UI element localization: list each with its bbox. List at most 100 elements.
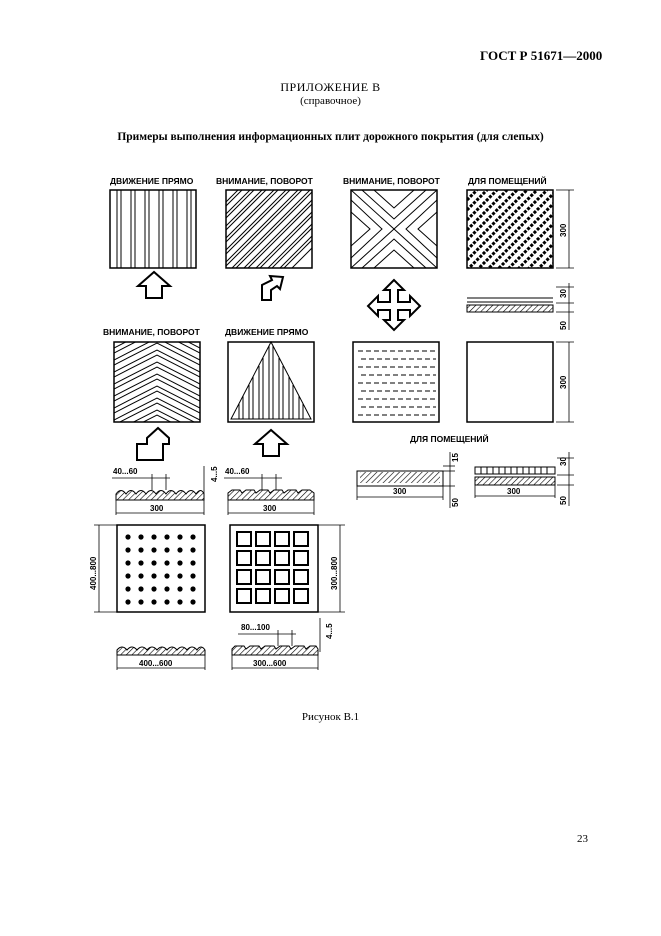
dot — [125, 586, 131, 592]
arrow-up-icon — [135, 270, 173, 299]
arrow-turn-left-icon — [136, 426, 170, 461]
dot — [177, 573, 183, 579]
dim-40-60-a: 40...60 — [113, 467, 138, 476]
profile-bars-b — [231, 645, 319, 670]
square-cell — [236, 569, 252, 585]
dot — [151, 573, 157, 579]
dot — [177, 547, 183, 553]
dot — [164, 534, 170, 540]
dot — [177, 560, 183, 566]
section-indoor-top — [466, 283, 574, 330]
dot — [138, 547, 144, 553]
dot — [125, 573, 131, 579]
dim-tile4-height — [556, 189, 574, 269]
arrow-up-icon-2 — [252, 428, 290, 457]
dim-30-b: 30 — [559, 457, 568, 466]
dot — [164, 599, 170, 605]
dim-300-600: 300...600 — [253, 659, 287, 668]
dot — [138, 560, 144, 566]
dot — [190, 573, 196, 579]
dim-300-a: 300 — [559, 223, 568, 237]
profile-bumps-b — [116, 646, 206, 670]
square-cell — [255, 569, 271, 585]
dot — [125, 547, 131, 553]
label-indoor-2: ДЛЯ ПОМЕЩЕНИЙ — [410, 433, 489, 444]
square-cell — [236, 550, 252, 566]
tile-turn-cross — [350, 189, 438, 269]
dim-80-100: 80...100 — [241, 623, 270, 632]
tile-indoor-dense — [466, 189, 554, 269]
tile-straight-triangle — [227, 340, 315, 423]
label-straight-2: ДВИЖЕНИЕ ПРЯМО — [225, 327, 309, 337]
dim-tile8-height — [556, 341, 574, 423]
tile-turn-diagonal — [225, 189, 313, 269]
dot — [125, 599, 131, 605]
square-cell — [293, 550, 309, 566]
dot — [190, 547, 196, 553]
appendix-title: ПРИЛОЖЕНИЕ В — [280, 80, 381, 94]
square-cell — [274, 588, 290, 604]
dim-50-a: 50 — [559, 321, 568, 330]
dot — [190, 599, 196, 605]
dim-300-c: 300 — [393, 487, 407, 496]
figure-caption: Рисунок В.1 — [301, 711, 360, 723]
square-cell — [293, 569, 309, 585]
dim-400-600: 400...600 — [139, 659, 173, 668]
square-cell — [236, 588, 252, 604]
tile-squares — [229, 524, 345, 613]
dim-50-c: 50 — [559, 496, 568, 505]
square-cell — [255, 550, 271, 566]
dim-50-b: 50 — [451, 498, 460, 507]
dot — [151, 586, 157, 592]
dim-300-800: 300...800 — [330, 556, 339, 590]
dim-300-b: 300 — [559, 375, 568, 389]
dot — [177, 534, 183, 540]
tile-straight-vertical — [109, 189, 197, 269]
label-turn-1: ВНИМАНИЕ, ПОВОРОТ — [216, 176, 314, 186]
dot — [138, 599, 144, 605]
square-cell — [255, 588, 271, 604]
dot — [177, 586, 183, 592]
label-indoor-1: ДЛЯ ПОМЕЩЕНИЙ — [468, 175, 547, 186]
section-indoor-left — [356, 452, 455, 508]
square-cell — [255, 531, 271, 547]
dot — [190, 534, 196, 540]
dot — [138, 586, 144, 592]
square-cell — [293, 531, 309, 547]
figure-title: Примеры выполнения информационных плит д… — [117, 131, 544, 143]
dot — [138, 573, 144, 579]
dot — [125, 534, 131, 540]
page-number: 23 — [577, 833, 588, 845]
square-cell — [274, 550, 290, 566]
dot — [164, 560, 170, 566]
tile-indoor-dashed — [352, 341, 440, 423]
dot — [190, 586, 196, 592]
section-indoor-right — [474, 452, 574, 506]
dim-30-a: 30 — [559, 289, 568, 298]
dot — [151, 534, 157, 540]
dim-400-800: 400...800 — [89, 556, 98, 590]
dim-4-5-a: 4...5 — [210, 466, 219, 482]
dim-300-d: 300 — [507, 487, 521, 496]
tile-turn-chevron — [113, 341, 201, 423]
dot — [151, 547, 157, 553]
profile-bumps-a — [115, 490, 205, 515]
dim-15: 15 — [451, 453, 460, 462]
dim-300-f: 300 — [263, 504, 277, 513]
tile-indoor-plain — [466, 341, 554, 423]
appendix-subtitle: (справочное) — [300, 95, 361, 107]
square-cell — [293, 588, 309, 604]
dot — [138, 534, 144, 540]
standard-number: ГОСТ Р 51671—2000 — [480, 48, 603, 63]
square-cell — [236, 531, 252, 547]
label-turn-3: ВНИМАНИЕ, ПОВОРОТ — [103, 327, 201, 337]
arrow-turn-icon — [261, 274, 285, 301]
square-cell — [274, 531, 290, 547]
profile-bars-a — [227, 489, 315, 515]
dot — [164, 573, 170, 579]
dot — [164, 586, 170, 592]
dim-4-5-b: 4...5 — [325, 623, 334, 639]
arrow-four-way-icon — [366, 278, 422, 332]
dot — [151, 599, 157, 605]
